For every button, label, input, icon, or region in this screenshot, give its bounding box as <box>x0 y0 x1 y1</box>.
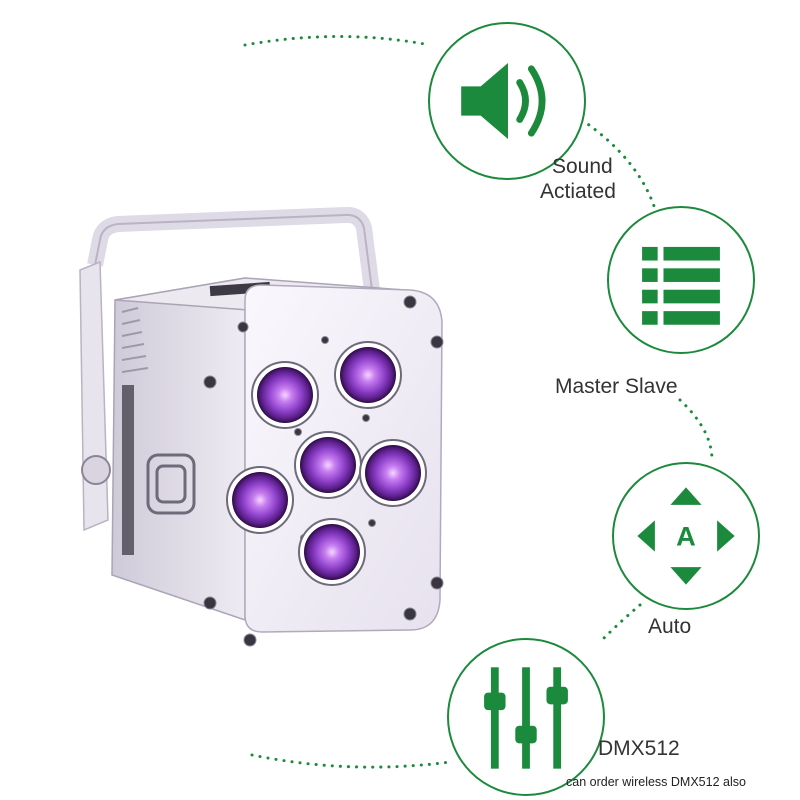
label-line-2: Actiated <box>540 180 616 203</box>
sound-activated-label: Sound Actiated <box>540 154 616 204</box>
master-slave-badge <box>607 206 755 354</box>
master-slave-label: Master Slave <box>555 375 678 398</box>
sound-activated-badge <box>428 22 586 180</box>
list-icon <box>642 246 720 325</box>
sliders-icon <box>484 667 568 769</box>
yoke-knob <box>81 455 111 485</box>
yoke-arm <box>79 260 109 532</box>
auto-arrows-icon: A <box>637 487 735 585</box>
dmx-label: DMX512 <box>598 737 680 760</box>
side-speaker-grille <box>146 453 196 515</box>
dmx-badge <box>447 638 605 796</box>
led-array <box>226 341 427 586</box>
label-line-1: Sound <box>552 155 613 178</box>
auto-mode-badge: A <box>612 462 760 610</box>
auto-letter: A <box>676 521 696 552</box>
yoke-handle <box>87 206 380 292</box>
speaker-icon <box>461 62 546 140</box>
auto-label: Auto <box>648 615 692 638</box>
dmx-wireless-note: can order wireless DMX512 also <box>566 775 746 789</box>
